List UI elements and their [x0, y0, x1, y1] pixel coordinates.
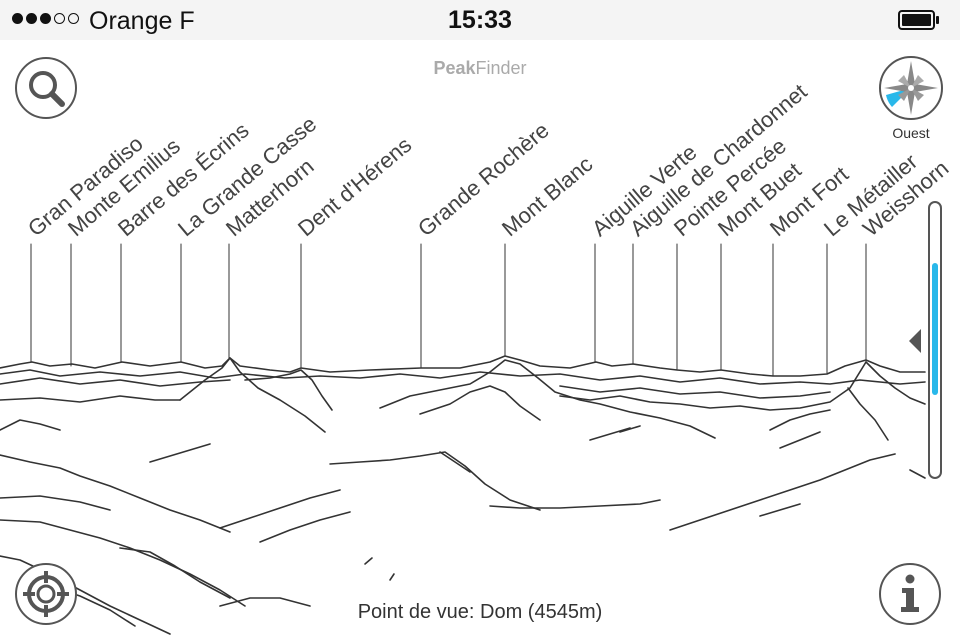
signal-dot: [26, 13, 37, 24]
signal-dot: [40, 13, 51, 24]
crosshair-icon: [23, 571, 69, 617]
status-time: 15:33: [448, 6, 512, 34]
battery-icon: [898, 10, 939, 30]
compass-icon: [879, 56, 943, 120]
carrier-name: Orange F: [89, 7, 195, 35]
app-title-bold: Peak: [433, 58, 476, 78]
horizon-pointer-icon: [909, 329, 921, 353]
info-button[interactable]: [879, 563, 941, 625]
viewpoint-label: Point de vue: Dom (4545m): [357, 601, 603, 623]
horizon-ridge: [0, 355, 926, 377]
compass-button[interactable]: [878, 55, 944, 121]
signal-strength-icon: [12, 13, 79, 24]
compass-direction: Ouest: [892, 125, 930, 141]
horizon-scroll-thumb[interactable]: [932, 263, 938, 395]
app-title: PeakFinder: [0, 58, 960, 79]
app-title-rest: Finder: [475, 58, 527, 78]
info-icon: [901, 574, 919, 612]
search-button[interactable]: [15, 57, 77, 119]
locate-button[interactable]: [15, 563, 77, 625]
signal-dot: [54, 13, 65, 24]
search-icon: [29, 71, 65, 107]
signal-dot: [12, 13, 23, 24]
signal-dot: [68, 13, 79, 24]
status-bar: Orange F 15:33: [0, 0, 960, 40]
horizon-scrollbar[interactable]: [928, 201, 942, 479]
